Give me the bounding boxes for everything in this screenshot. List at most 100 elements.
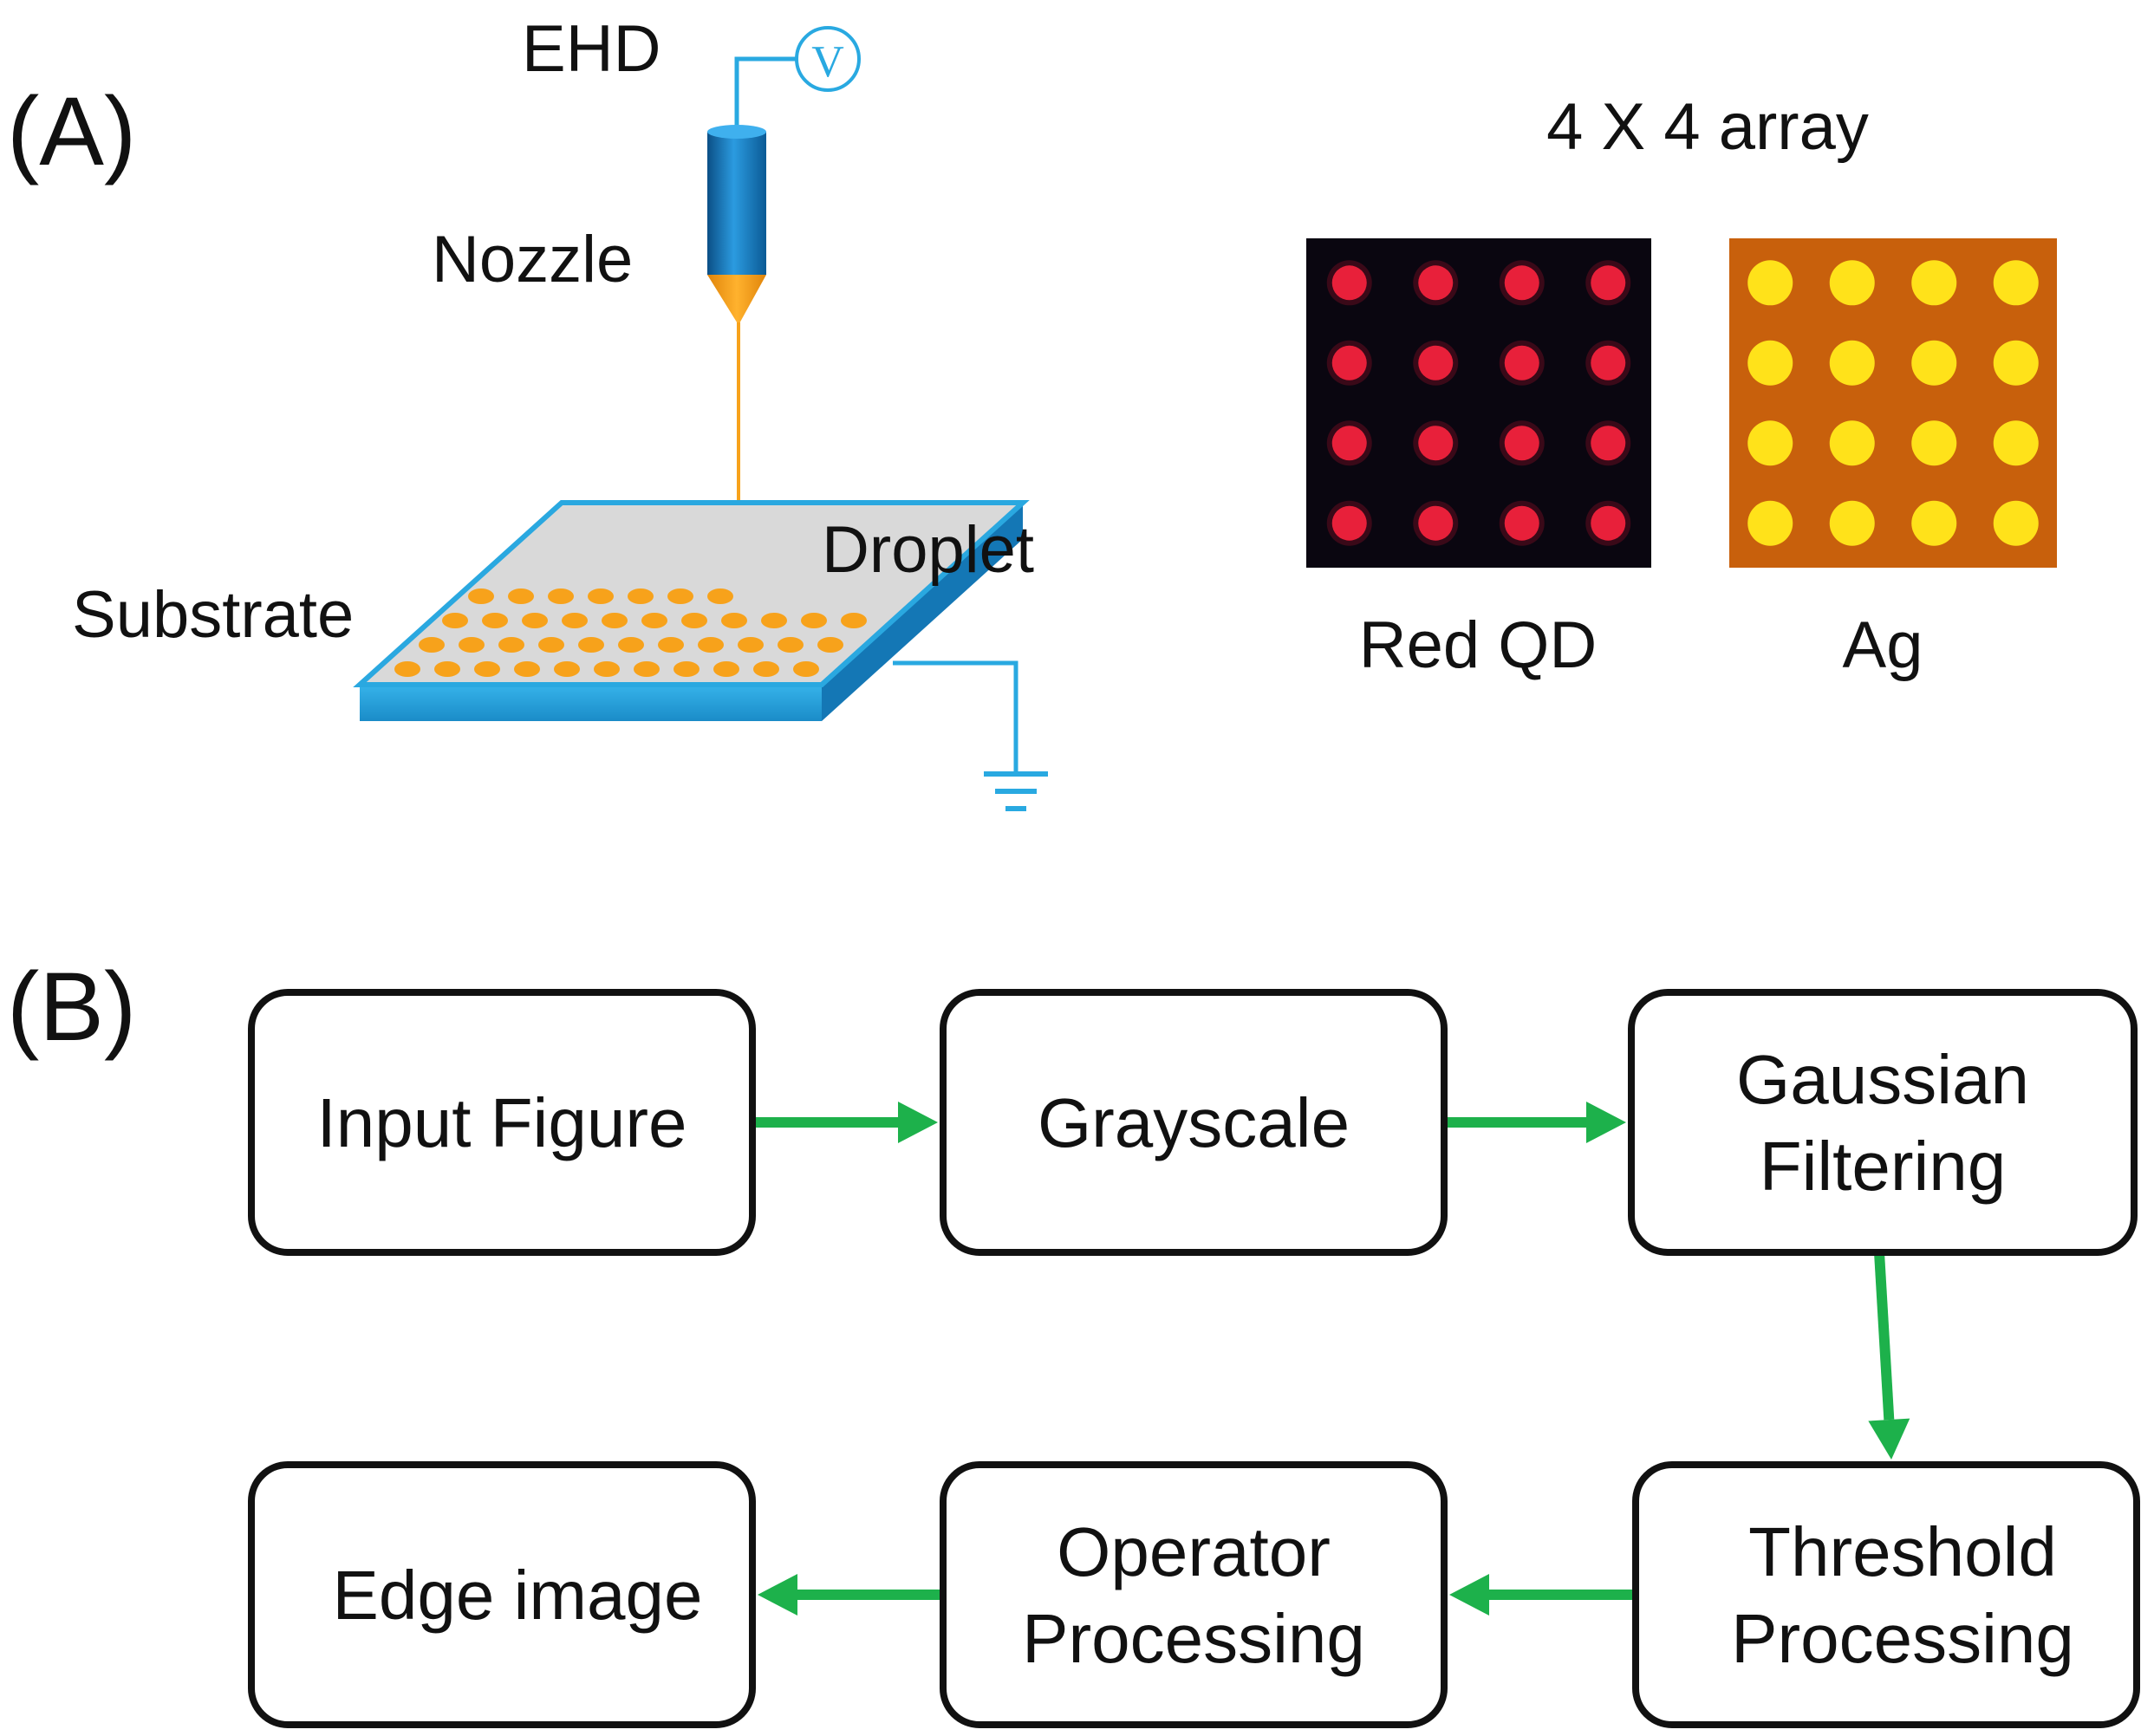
substrate-droplet bbox=[508, 588, 534, 604]
array-dot bbox=[1331, 345, 1367, 380]
substrate-droplet bbox=[548, 588, 574, 604]
substrate-droplet bbox=[562, 613, 588, 628]
flow-step-text: Processing bbox=[1022, 1600, 1365, 1677]
substrate-droplet bbox=[793, 661, 819, 677]
array-dot bbox=[1747, 500, 1793, 546]
substrate-droplet bbox=[394, 661, 420, 677]
array-dot bbox=[1331, 505, 1367, 541]
flow-step-box bbox=[1632, 1461, 2140, 1728]
substrate-plate bbox=[353, 500, 1030, 721]
substrate-droplet bbox=[738, 637, 764, 653]
flow-step-text: Edge image bbox=[333, 1557, 703, 1634]
droplet-array bbox=[394, 588, 867, 677]
substrate-droplet bbox=[681, 613, 707, 628]
substrate-droplet bbox=[721, 613, 747, 628]
ag-label: Ag bbox=[1843, 608, 1923, 682]
array-dot bbox=[1418, 426, 1454, 461]
array-dot bbox=[1911, 500, 1957, 546]
substrate-droplet bbox=[468, 588, 494, 604]
array-dot bbox=[1418, 265, 1454, 301]
droplet-label: Droplet bbox=[822, 513, 1034, 587]
flow-step-box bbox=[248, 1461, 756, 1728]
array-dot bbox=[1829, 500, 1875, 546]
substrate-droplet bbox=[514, 661, 540, 677]
substrate-droplet bbox=[674, 661, 700, 677]
ehd-label: EHD bbox=[522, 12, 661, 86]
flow-step-edge: Edge image bbox=[248, 1461, 756, 1728]
substrate-droplet bbox=[628, 588, 654, 604]
red-qd-array-image bbox=[1306, 238, 1651, 568]
substrate-droplet bbox=[817, 637, 843, 653]
flow-step-input: Input Figure bbox=[248, 989, 756, 1256]
array-dot bbox=[1331, 265, 1367, 301]
array-dot bbox=[1747, 420, 1793, 466]
substrate-droplet bbox=[618, 637, 644, 653]
flow-arrow bbox=[1444, 1102, 1626, 1143]
flow-step-box bbox=[1628, 989, 2138, 1256]
substrate-droplet bbox=[841, 613, 867, 628]
substrate-droplet bbox=[554, 661, 580, 677]
voltage-wire bbox=[734, 56, 796, 130]
substrate-droplet bbox=[578, 637, 604, 653]
flow-step-box bbox=[940, 1461, 1448, 1728]
ag-array-image bbox=[1729, 238, 2057, 568]
array-dot bbox=[1747, 260, 1793, 306]
flow-step-box bbox=[248, 989, 756, 1256]
array-dot bbox=[1747, 340, 1793, 386]
substrate-droplet bbox=[588, 588, 614, 604]
substrate-droplet bbox=[761, 613, 787, 628]
array-dot bbox=[1993, 500, 2039, 546]
substrate-label: Substrate bbox=[72, 578, 354, 652]
flow-arrow bbox=[758, 1574, 943, 1616]
array-dot bbox=[1504, 505, 1539, 541]
flow-step-grayscale: Grayscale bbox=[940, 989, 1448, 1256]
substrate-droplet bbox=[778, 637, 804, 653]
array-dot bbox=[1911, 420, 1957, 466]
array-dot bbox=[1591, 345, 1626, 380]
array-dot bbox=[1911, 340, 1957, 386]
substrate-droplet bbox=[713, 661, 739, 677]
flow-step-text: Operator bbox=[1057, 1513, 1331, 1590]
substrate-droplet bbox=[498, 637, 524, 653]
substrate-droplet bbox=[667, 588, 693, 604]
substrate-droplet bbox=[482, 613, 508, 628]
panel-b-label: (B) bbox=[7, 953, 136, 1061]
substrate-droplet bbox=[602, 613, 628, 628]
substrate-droplet bbox=[419, 637, 445, 653]
substrate-droplet bbox=[641, 613, 667, 628]
substrate-droplet bbox=[474, 661, 500, 677]
flow-step-text: Input Figure bbox=[317, 1084, 687, 1161]
substrate-droplet bbox=[442, 613, 468, 628]
flow-arrows bbox=[752, 1102, 1910, 1616]
voltmeter-icon: V bbox=[795, 26, 861, 92]
substrate-droplet bbox=[698, 637, 724, 653]
substrate-droplet bbox=[753, 661, 779, 677]
substrate-droplet bbox=[594, 661, 620, 677]
ground-icon bbox=[893, 660, 1048, 811]
array-dot bbox=[1993, 260, 2039, 306]
substrate-droplet bbox=[538, 637, 564, 653]
flow-step-text: Threshold bbox=[1748, 1513, 2057, 1590]
panel-a-label: (A) bbox=[7, 77, 136, 185]
array-dot bbox=[1829, 340, 1875, 386]
flow-arrow bbox=[1868, 1252, 1910, 1460]
substrate-droplet bbox=[707, 588, 733, 604]
array-dot bbox=[1911, 260, 1957, 306]
substrate-droplet bbox=[801, 613, 827, 628]
nozzle-label: Nozzle bbox=[432, 223, 633, 296]
array-dot bbox=[1829, 260, 1875, 306]
flow-step-box bbox=[940, 989, 1448, 1256]
substrate-droplet bbox=[434, 661, 460, 677]
array-dot bbox=[1993, 340, 2039, 386]
array-dot bbox=[1331, 426, 1367, 461]
flow-steps: Input Figure Grayscale GaussianFilteringTh… bbox=[248, 989, 2140, 1728]
substrate-droplet bbox=[459, 637, 485, 653]
flow-step-text: Gaussian bbox=[1736, 1041, 2029, 1118]
array-dot bbox=[1504, 265, 1539, 301]
nozzle-icon bbox=[707, 125, 766, 596]
flow-arrow bbox=[752, 1102, 938, 1143]
